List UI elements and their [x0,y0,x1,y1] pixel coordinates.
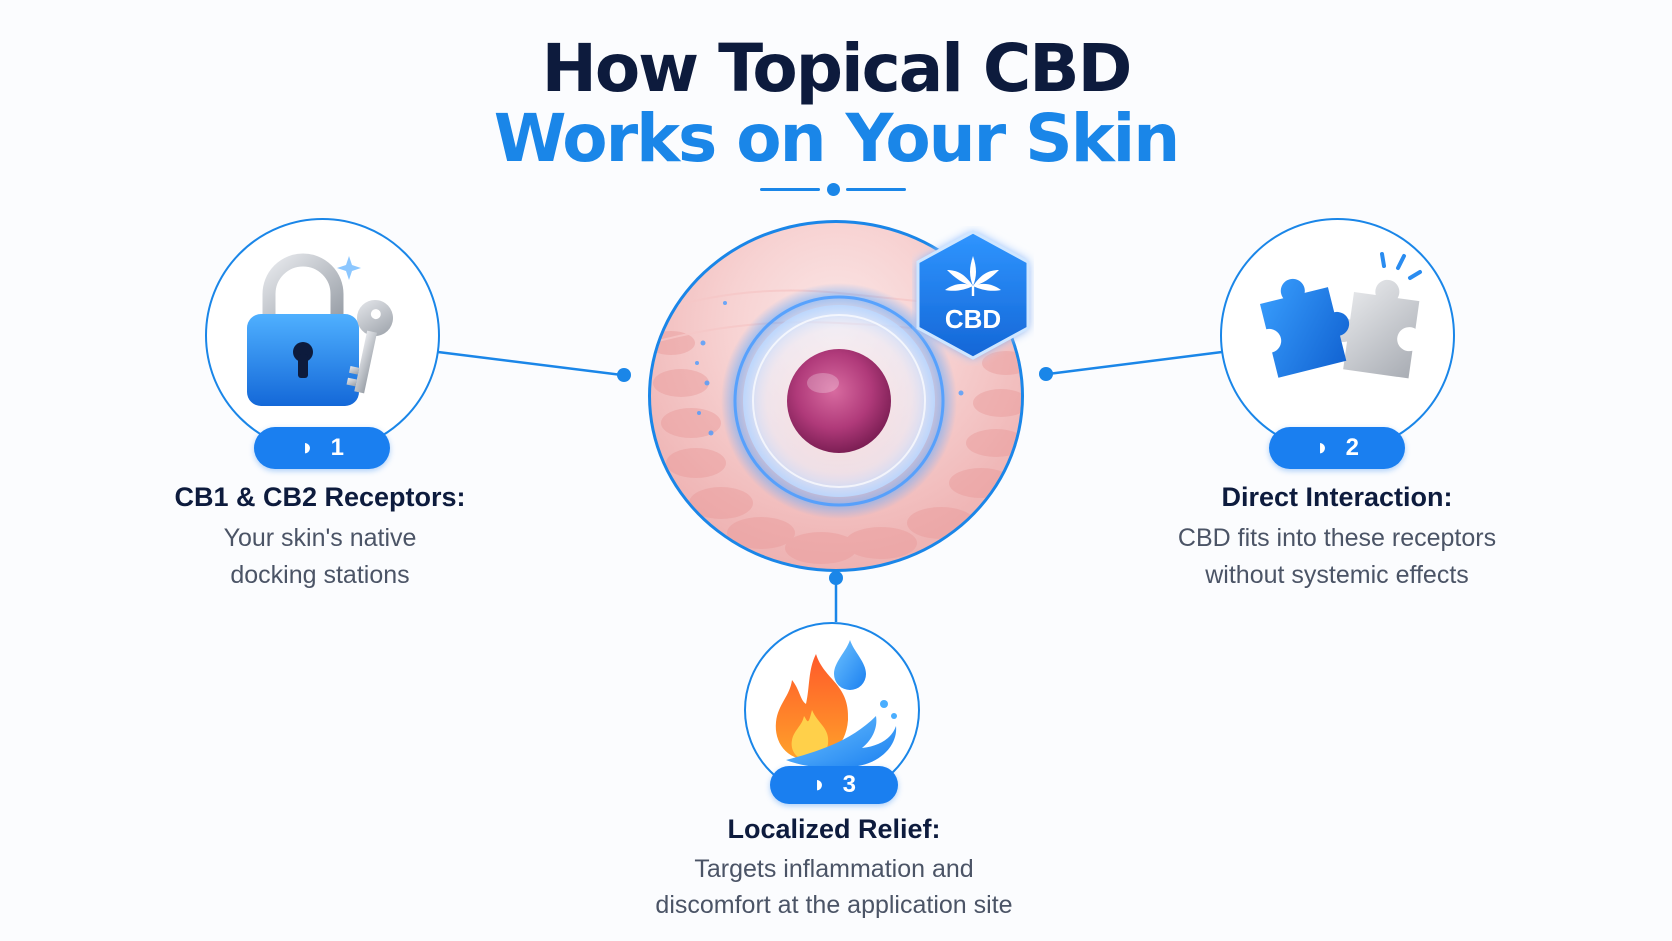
connector-left-dot [617,368,631,382]
title-divider-left [760,188,820,191]
step-2-number-badge: ◗ 2 [1269,427,1405,469]
step-3-icon-ring [744,622,920,798]
step-1-icon-ring [205,218,440,453]
cannabis-leaf-icon [945,256,1001,296]
connector-bottom-dot [829,571,843,585]
step-3-number: 3 [842,771,856,798]
connector-left [437,350,623,377]
step-2-description-line-1: CBD fits into these receptors [1177,524,1497,552]
step-2-description-line-2: without systemic effects [1205,561,1469,589]
title-divider-dot [827,183,840,196]
connector-right-dot [1039,367,1053,381]
step-1-number-badge: ◗ 1 [254,427,390,469]
lock-and-key-icon [247,253,393,406]
step-2-title: Direct Interaction: [1221,482,1453,512]
connector-right [1047,350,1223,376]
step-3-description-line-2: discomfort at the application site [655,891,1013,919]
puzzle-pieces-icon [1260,252,1422,379]
step-1-number-icon: ◗ [300,434,315,461]
step-2-number-icon: ◗ [1315,434,1330,461]
title-line-1: How Topical CBD [541,30,1133,107]
cbd-badge: CBD [912,226,1034,366]
title-line-2: Works on Your Skin [493,100,1180,177]
step-3-description-line-1: Targets inflammation and [694,855,974,883]
step-3-number-icon: ◗ [812,771,827,798]
title-divider-right [846,188,906,191]
skin-cell-illustration [648,220,1024,572]
step-2-icon-ring [1220,218,1455,453]
step-1-description-line-1: Your skin's native [223,524,417,552]
skin-cell-icon [651,283,1021,564]
cbd-badge-label: CBD [944,304,1002,334]
step-3-title: Localized Relief: [727,814,941,844]
step-1-title: CB1 & CB2 Receptors: [174,482,466,512]
step-3-number-badge: ◗ 3 [770,766,898,804]
step-1-number: 1 [330,434,344,461]
step-2-number: 2 [1345,434,1359,461]
fire-and-water-icon [775,640,897,768]
step-1-description-line-2: docking stations [230,561,410,589]
cbd-hexagon-icon [916,230,1030,360]
